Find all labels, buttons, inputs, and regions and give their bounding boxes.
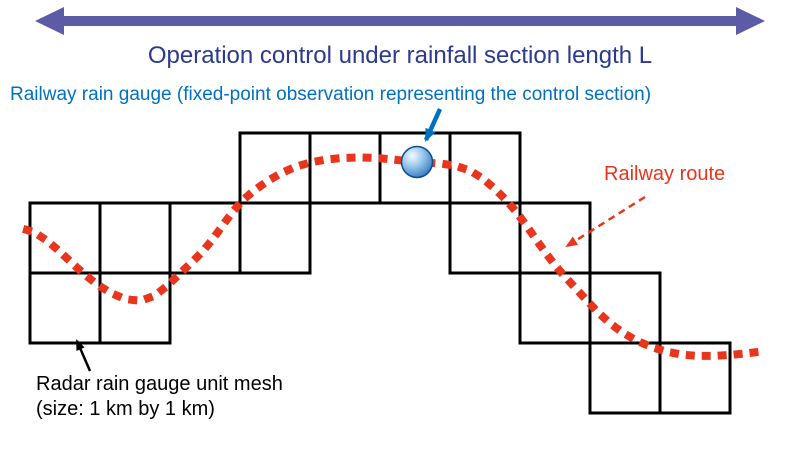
radar-mesh-label: Radar rain gauge unit mesh (size: 1 km b… [36, 372, 283, 422]
radar-mesh-grid [28, 131, 732, 415]
mesh-cell [308, 131, 382, 205]
section-length-arrow-icon [35, 7, 765, 35]
mesh-pointer-arrow-icon [75, 339, 92, 372]
rain-gauge-label: Railway rain gauge (fixed-point observat… [10, 84, 652, 105]
railway-route-label: Railway route [604, 163, 726, 185]
diagram-title: Operation control under rainfall section… [147, 42, 653, 69]
mesh-cell [28, 271, 102, 345]
railway-route-path [22, 153, 763, 360]
mesh-cell [448, 201, 522, 275]
mesh-cell [588, 271, 662, 345]
mesh-cell [658, 341, 732, 415]
mesh-cell [98, 201, 172, 275]
mesh-cell [588, 341, 662, 415]
rain-gauge-marker-icon [400, 145, 434, 179]
radar-mesh-label-line1: Radar rain gauge unit mesh [36, 373, 283, 395]
rain-gauge-pointer-arrow-icon [423, 108, 443, 142]
mesh-cell [98, 271, 172, 345]
radar-mesh-label-line2: (size: 1 km by 1 km) [36, 398, 215, 420]
route-pointer-arrow-icon [565, 195, 646, 248]
mesh-cell [168, 201, 242, 275]
mesh-cell [518, 271, 592, 345]
mesh-cell [238, 201, 312, 275]
